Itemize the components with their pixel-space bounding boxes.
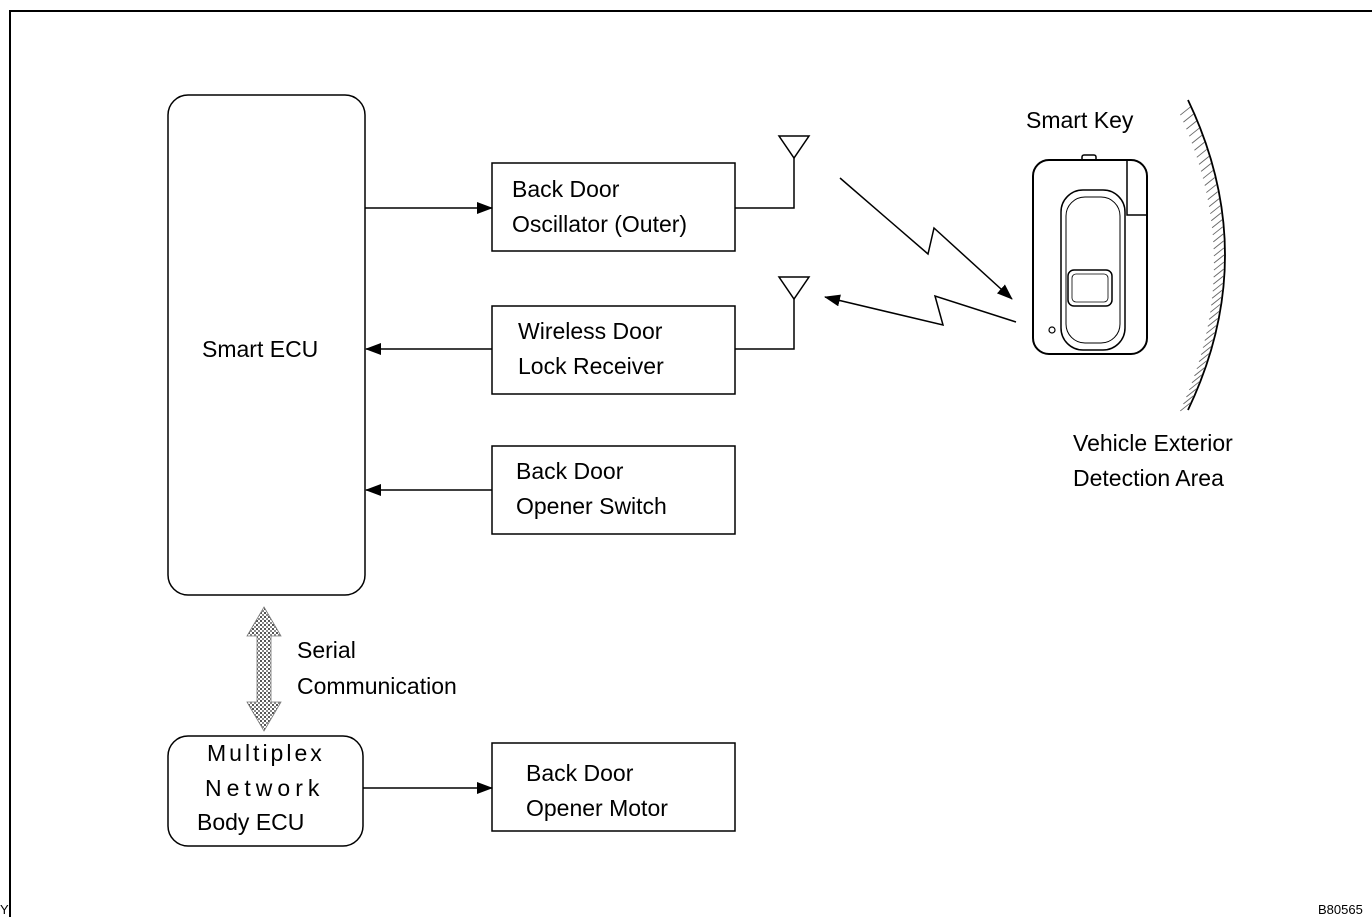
- receiver-label-line2: Lock Receiver: [518, 353, 664, 379]
- opener-switch-box: [491, 445, 736, 535]
- receiver-label-line1: Wireless Door: [518, 318, 663, 344]
- oscillator-box: [491, 162, 736, 252]
- opener-motor-label-line2: Opener Motor: [526, 795, 668, 821]
- smart-ecu-label: Smart ECU: [202, 336, 319, 362]
- detection-area-label-line2: Detection Area: [1073, 465, 1224, 491]
- antenna-icon-oscillator: [735, 135, 811, 209]
- opener-motor-label-line1: Back Door: [526, 760, 634, 786]
- serial-double-arrow: [246, 606, 282, 732]
- receiver-box: [491, 305, 736, 395]
- body-ecu-label-line2: Network: [205, 775, 325, 801]
- detection-area-boundary: [1180, 99, 1226, 412]
- antenna-icon-receiver: [735, 276, 811, 350]
- opener-switch-label-line1: Back Door: [516, 458, 624, 484]
- signal-from-key: [824, 294, 1017, 327]
- detection-area-label-line1: Vehicle Exterior: [1073, 430, 1233, 456]
- serial-label-line1: Serial: [297, 637, 356, 663]
- corner-label-left: Y: [0, 902, 9, 917]
- body-ecu-box: [167, 735, 364, 847]
- opener-switch-label-line2: Opener Switch: [516, 493, 667, 519]
- body-ecu-label-line1: Multiplex: [207, 740, 325, 766]
- page-frame: [9, 10, 1372, 917]
- oscillator-label-line1: Back Door: [512, 176, 620, 202]
- corner-label-right: B80565: [1318, 902, 1363, 917]
- body-ecu-label-line3: Body ECU: [197, 809, 305, 835]
- signal-to-key: [839, 177, 1013, 300]
- smart-key-label: Smart Key: [1026, 107, 1134, 133]
- oscillator-label-line2: Oscillator (Outer): [512, 211, 688, 237]
- serial-label-line2: Communication: [297, 673, 457, 699]
- smart-key-icon: [1032, 154, 1148, 355]
